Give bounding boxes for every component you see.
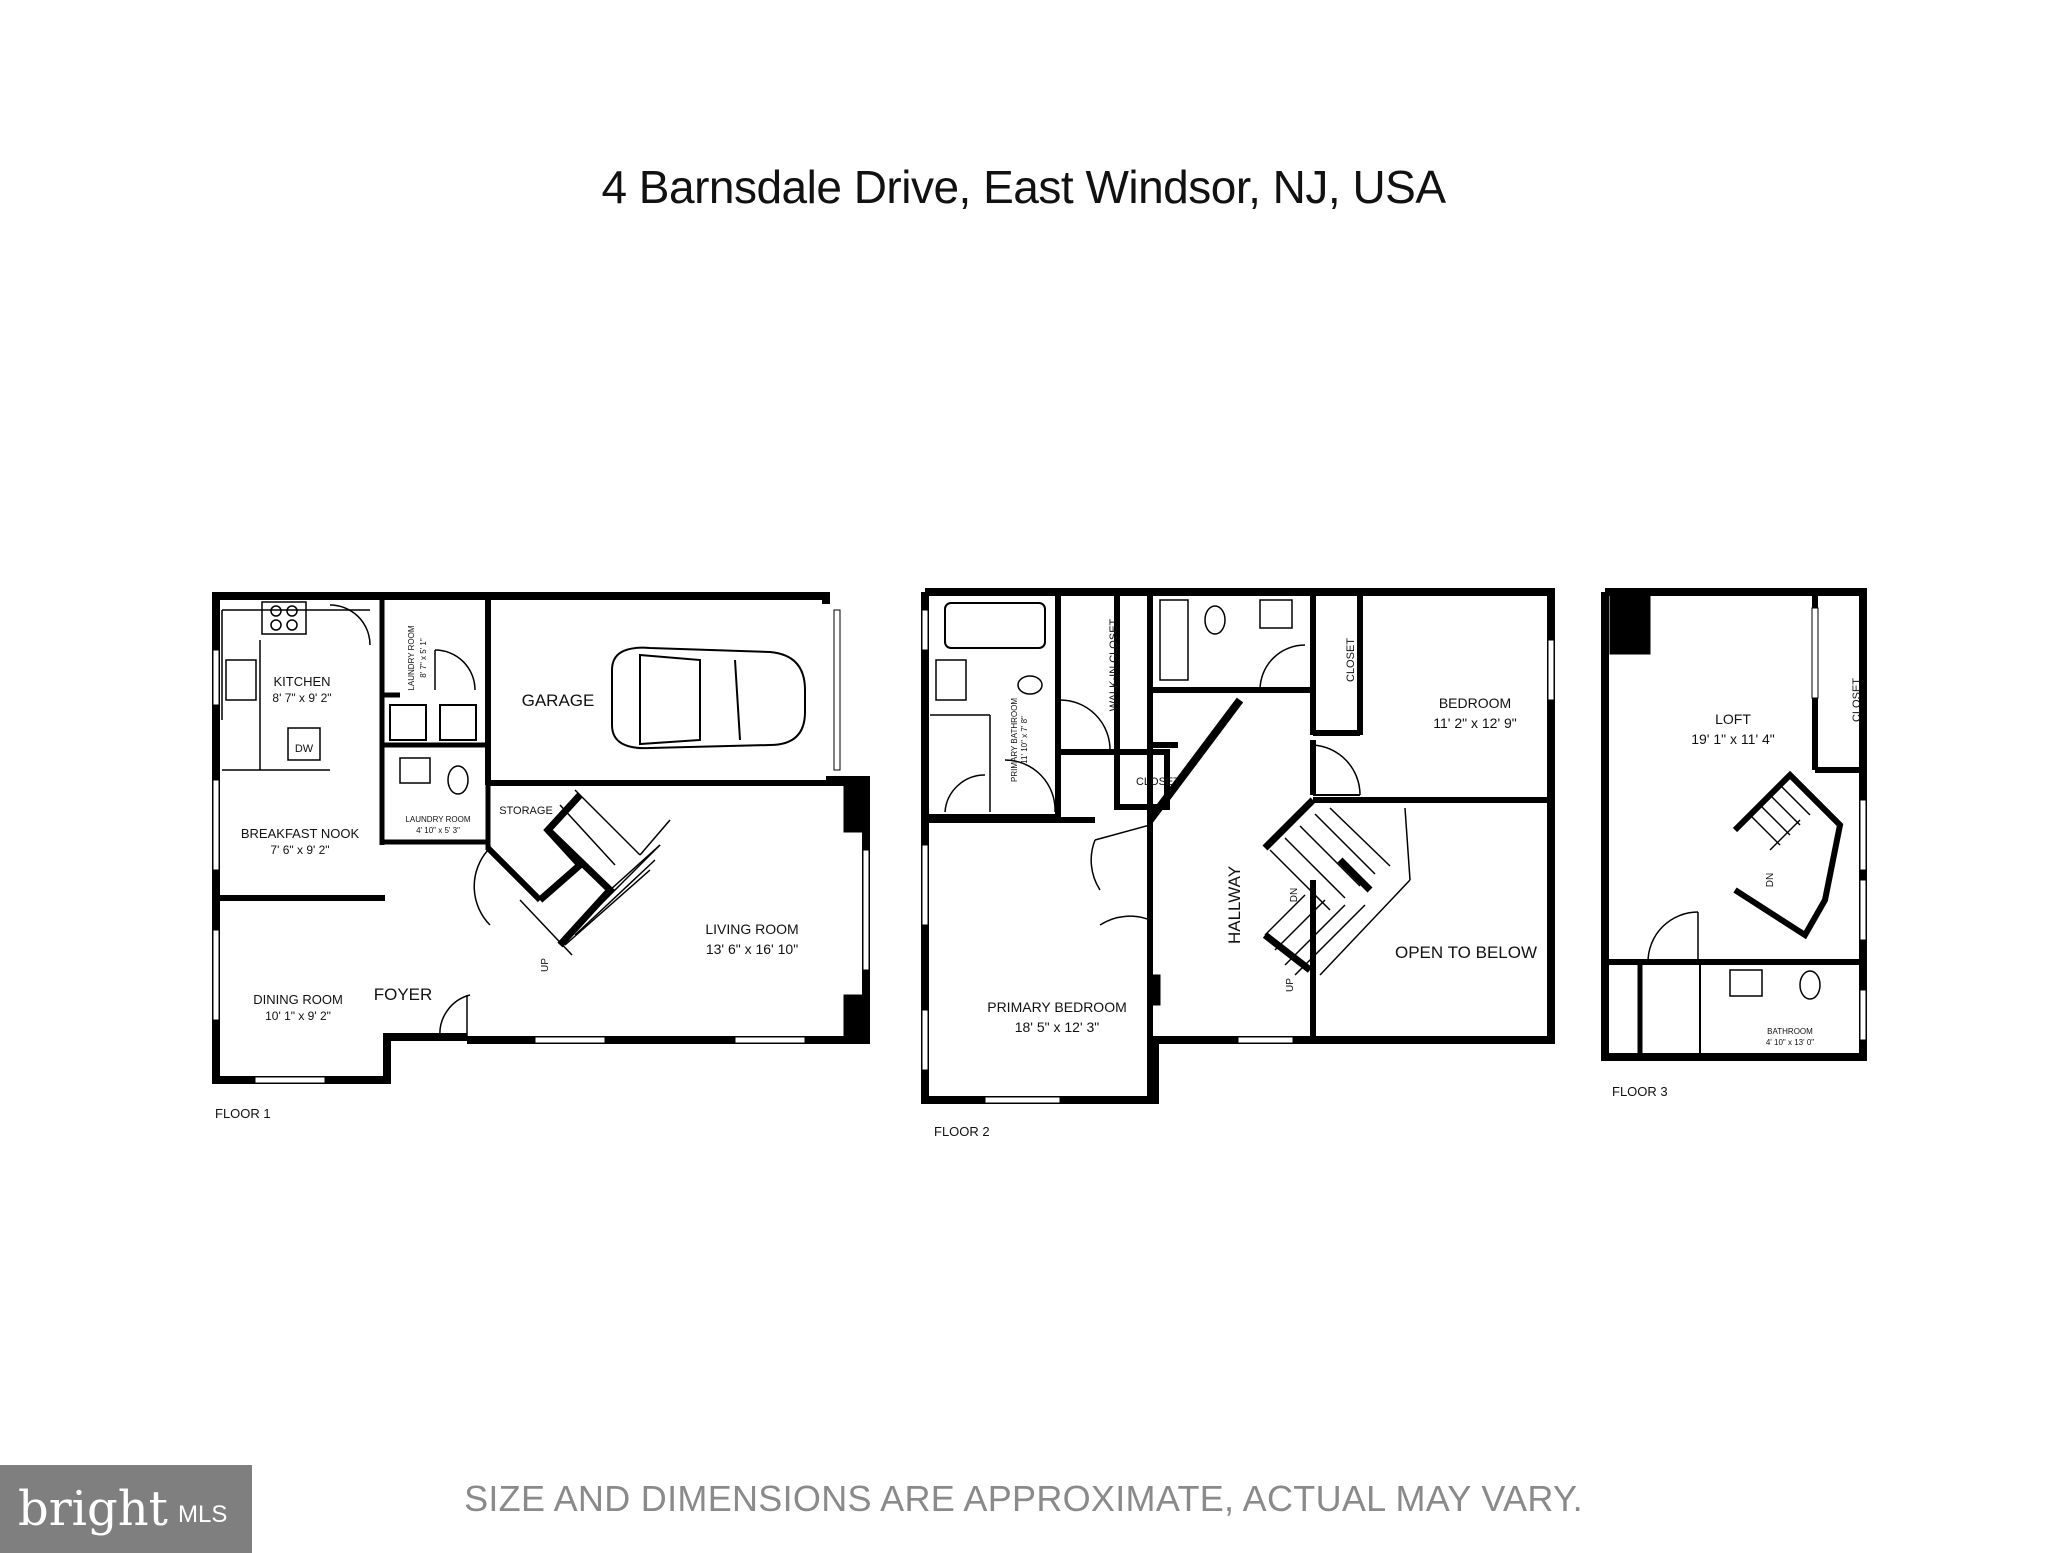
floor2-dn-label: DN [1289, 888, 1300, 902]
bedroom-label: BEDROOM [1439, 695, 1511, 711]
living-dims: 13' 6" x 16' 10" [706, 941, 798, 957]
floor3-bathroom-label: BATHROOM [1767, 1027, 1813, 1036]
floor3-label: FLOOR 3 [1612, 1084, 1668, 1099]
primary-bath-dims: 11' 10" x 7' 8" [1020, 716, 1029, 764]
floor1-up-label: UP [540, 958, 551, 972]
floor2-label: FLOOR 2 [934, 1124, 990, 1139]
open-below-label: OPEN TO BELOW [1395, 943, 1537, 962]
breakfast-dims: 7' 6" x 9' 2" [270, 843, 329, 857]
primary-bath-label: PRIMARY BATHROOM [1010, 698, 1019, 782]
primary-bedroom-label: PRIMARY BEDROOM [987, 999, 1127, 1015]
logo-brand-text: bright [18, 1481, 168, 1537]
room-labels: KITCHEN 8' 7" x 9' 2" DW LAUNDRY ROOM 8'… [215, 618, 1863, 1139]
primary-bedroom-dims: 18' 5" x 12' 3" [1015, 1019, 1100, 1035]
living-label: LIVING ROOM [705, 921, 798, 937]
floor2-up-label: UP [1285, 978, 1296, 992]
logo-suffix-text: MLS [178, 1501, 228, 1528]
floor1-label: FLOOR 1 [215, 1106, 271, 1121]
laundry-top-dims: 8' 7" x 5' 1" [419, 638, 428, 678]
floor3-dn-label: DN [1765, 873, 1776, 887]
loft-label: LOFT [1715, 711, 1751, 727]
plan-title: 4 Barnsdale Drive, East Windsor, NJ, USA [601, 161, 1446, 213]
disclaimer-text: SIZE AND DIMENSIONS ARE APPROXIMATE, ACT… [464, 1478, 1583, 1519]
laundry-small-label: LAUNDRY ROOM [405, 815, 470, 824]
loft-closet-label: CLOSET [1851, 678, 1863, 722]
floor-3-plan [1601, 588, 1867, 1061]
hallway-label: HALLWAY [1225, 866, 1244, 944]
dining-label: DINING ROOM [253, 992, 343, 1007]
loft-dims: 19' 1" x 11' 4" [1691, 731, 1775, 747]
kitchen-label: KITCHEN [273, 674, 330, 689]
dw-label: DW [295, 743, 314, 755]
closet-right-label: CLOSET [1345, 638, 1357, 682]
storage-label: STORAGE [499, 805, 553, 817]
laundry-top-label: LAUNDRY ROOM [407, 625, 416, 690]
kitchen-dims: 8' 7" x 9' 2" [272, 691, 331, 705]
dining-dims: 10' 1" x 9' 2" [265, 1009, 331, 1023]
floor-1-plan [212, 592, 870, 1084]
walkin-closet-label: WALK-IN CLOSET [1108, 618, 1120, 711]
breakfast-label: BREAKFAST NOOK [241, 826, 360, 841]
closet-small-label: CLOSET [1136, 776, 1180, 788]
foyer-label: FOYER [374, 985, 433, 1004]
floor-2-plan [921, 588, 1555, 1104]
floor3-bathroom-dims: 4' 10" x 13' 0" [1766, 1038, 1814, 1047]
garage-label: GARAGE [522, 691, 595, 710]
bedroom-dims: 11' 2" x 12' 9" [1433, 715, 1517, 731]
laundry-small-dims: 4' 10" x 5' 3" [416, 826, 460, 835]
